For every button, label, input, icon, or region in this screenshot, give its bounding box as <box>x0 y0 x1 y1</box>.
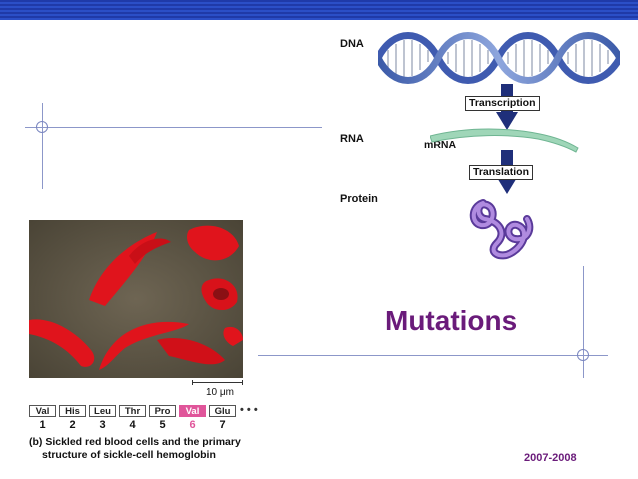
transcription-label: Transcription <box>465 96 540 111</box>
amino-acid-box: Val <box>29 405 56 417</box>
position-number: 2 <box>69 419 76 431</box>
dna-label: DNA <box>340 38 364 50</box>
amino-acid-box: Leu <box>89 405 116 417</box>
sequence-ellipsis: • • • <box>240 404 258 416</box>
figure-caption: (b) Sickled red blood cells and the prim… <box>29 436 241 462</box>
dna-helix <box>378 32 620 84</box>
rna-label: RNA <box>340 133 364 145</box>
protein-label: Protein <box>340 193 378 205</box>
position-number: 7 <box>219 419 226 431</box>
slide-title: Mutations <box>385 305 518 336</box>
position-number: 5 <box>159 419 166 431</box>
scale-bar <box>192 382 243 383</box>
position-numbers: 1 2 3 4 5 6 7 <box>29 419 239 431</box>
rule-horizontal-lower <box>258 355 608 356</box>
caption-line-1: (b) Sickled red blood cells and the prim… <box>29 436 241 448</box>
crosshair-lower <box>577 349 589 361</box>
scale-bar-tick-left <box>192 380 193 385</box>
position-number: 3 <box>99 419 106 431</box>
amino-acid-sequence: Val His Leu Thr Pro Val Glu • • • <box>29 405 258 418</box>
top-bar <box>0 0 638 20</box>
rule-vertical-lower <box>583 266 584 378</box>
amino-acid-box: Thr <box>119 405 146 417</box>
amino-acid-box: Glu <box>209 405 236 417</box>
crosshair-upper <box>36 121 48 133</box>
position-number: 4 <box>129 419 136 431</box>
translation-label: Translation <box>469 165 534 180</box>
amino-acid-box: Pro <box>149 405 176 417</box>
caption-line-2: structure of sickle-cell hemoglobin <box>42 449 216 461</box>
scale-bar-tick-right <box>242 380 243 385</box>
position-number-mutated: 6 <box>189 419 196 431</box>
scale-label: 10 μm <box>206 387 234 398</box>
protein-structure <box>469 199 534 260</box>
rule-vertical-upper <box>42 103 43 189</box>
slide-year: 2007-2008 <box>524 452 577 464</box>
amino-acid-box: His <box>59 405 86 417</box>
sickle-cell-photo <box>29 220 243 378</box>
mrna-strand <box>430 128 579 153</box>
amino-acid-box-mutated: Val <box>179 405 206 417</box>
position-number: 1 <box>39 419 46 431</box>
rule-horizontal-upper <box>25 127 322 128</box>
